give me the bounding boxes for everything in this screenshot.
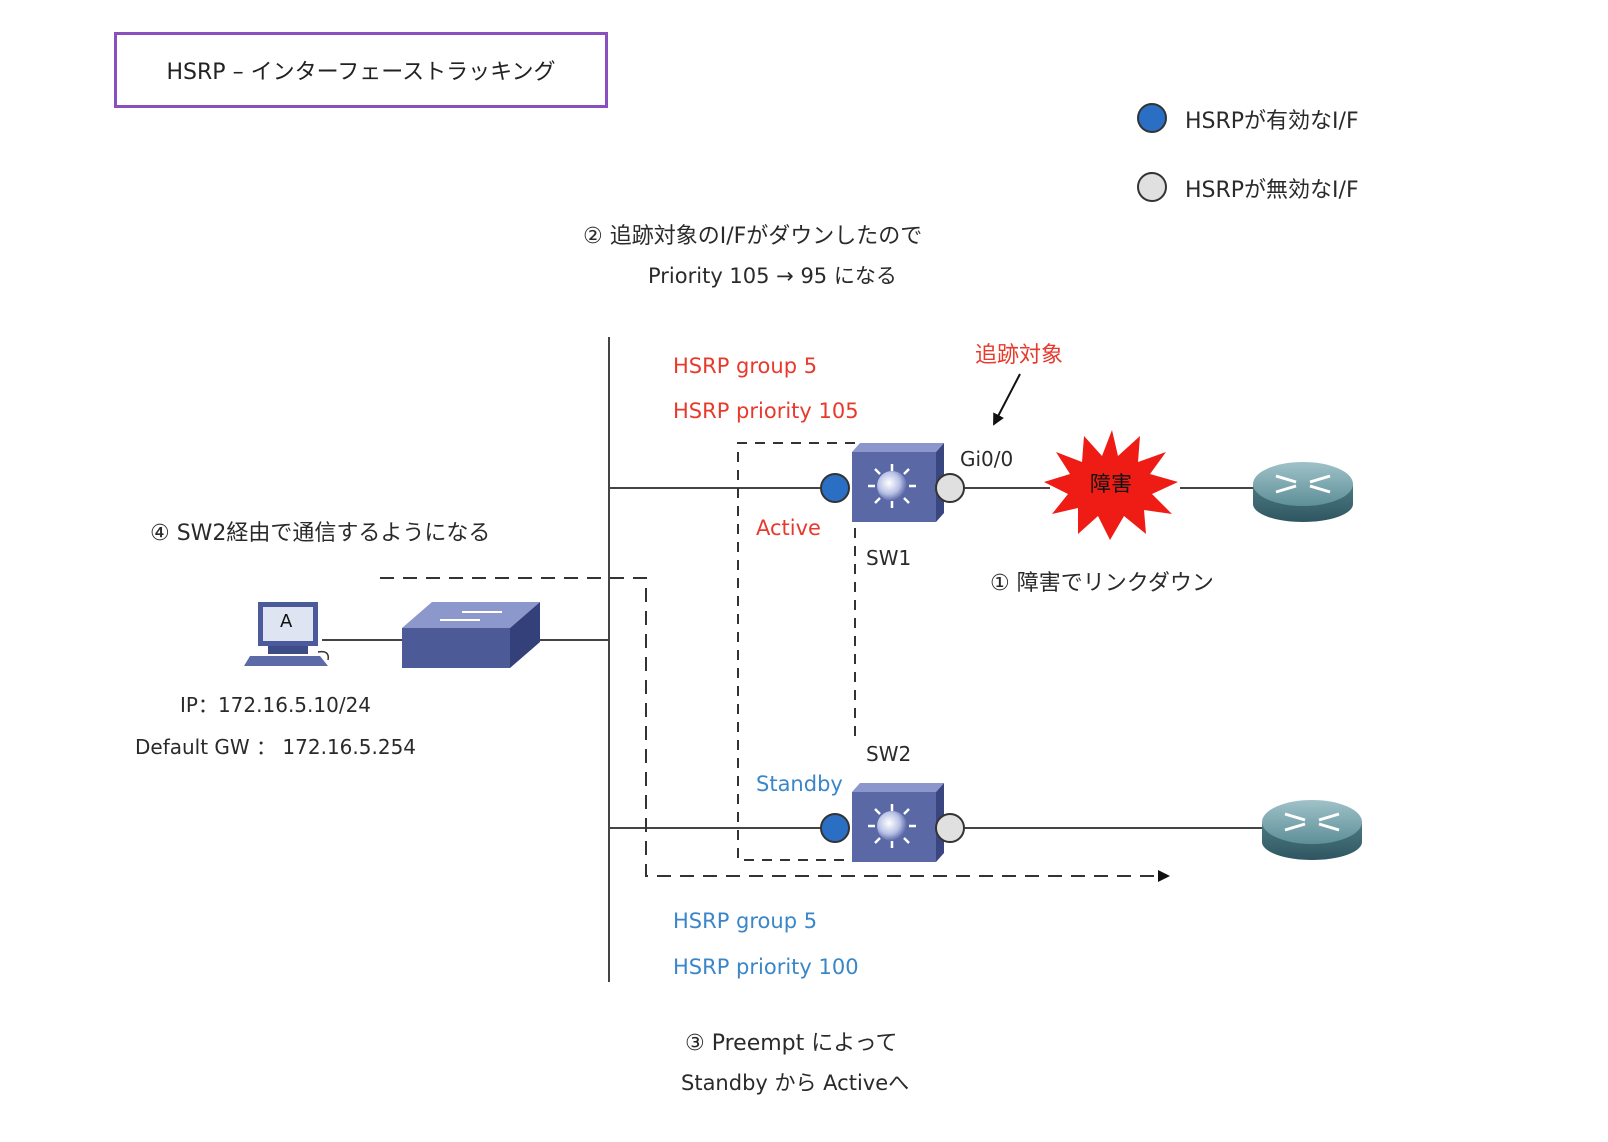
sw1-switch-icon <box>852 443 944 522</box>
sw1-interface-label: Gi0/0 <box>960 447 1014 471</box>
tracked-pointer-arrow <box>993 373 1021 426</box>
sw2-group-label: HSRP group 5 <box>673 909 818 933</box>
sw1-name-label: SW1 <box>866 546 912 570</box>
sw1-hsrp-interface-dot <box>820 473 850 503</box>
legend-enabled-label: HSRPが有効なI/F <box>1185 109 1359 134</box>
note-step1: ① 障害でリンクダウン <box>990 571 1214 596</box>
hsrp-group-box <box>737 442 856 861</box>
note-step2-line1: ② 追跡対象のI/Fがダウンしたので <box>583 224 923 249</box>
failure-label: 障害 <box>1090 472 1132 496</box>
sw2-name-label: SW2 <box>866 742 912 766</box>
sw2-uplink-interface-dot <box>935 813 965 843</box>
note-step4: ④ SW2経由で通信するようになる <box>150 521 491 546</box>
note-step3-line2: Standby から Activeへ <box>681 1071 910 1095</box>
sw1-state-label: Active <box>756 516 821 540</box>
host-pc-icon <box>244 602 330 666</box>
traffic-path-arrow <box>380 577 1170 882</box>
host-gateway: Default GW ： 172.16.5.254 <box>135 735 417 759</box>
legend-enabled-icon <box>1137 103 1167 133</box>
router1-icon <box>1253 462 1353 522</box>
sw2-state-label: Standby <box>756 772 843 796</box>
sw1-gi00-interface-dot <box>935 473 965 503</box>
host-ip: IP：172.16.5.10/24 <box>180 693 372 717</box>
l2-switch-icon <box>402 602 540 668</box>
note-step3-line1: ③ Preempt によって <box>685 1031 898 1056</box>
legend-disabled-icon <box>1137 172 1167 202</box>
router2-icon <box>1262 800 1362 860</box>
host-label: A <box>280 611 293 632</box>
failure-burst-icon <box>1044 430 1178 540</box>
sw2-switch-icon <box>852 783 944 862</box>
sw1-group-label: HSRP group 5 <box>673 354 818 378</box>
diagram-title: HSRP – インターフェーストラッキング <box>114 32 608 108</box>
legend-disabled-label: HSRPが無効なI/F <box>1185 178 1359 203</box>
sw1-priority-label: HSRP priority 105 <box>673 399 859 423</box>
sw2-priority-label: HSRP priority 100 <box>673 955 859 979</box>
note-step2-line2: Priority 105 → 95 になる <box>648 264 897 288</box>
diagram-title-text: HSRP – インターフェーストラッキング <box>166 60 556 85</box>
tracked-object-label: 追跡対象 <box>975 343 1064 368</box>
sw2-hsrp-interface-dot <box>820 813 850 843</box>
